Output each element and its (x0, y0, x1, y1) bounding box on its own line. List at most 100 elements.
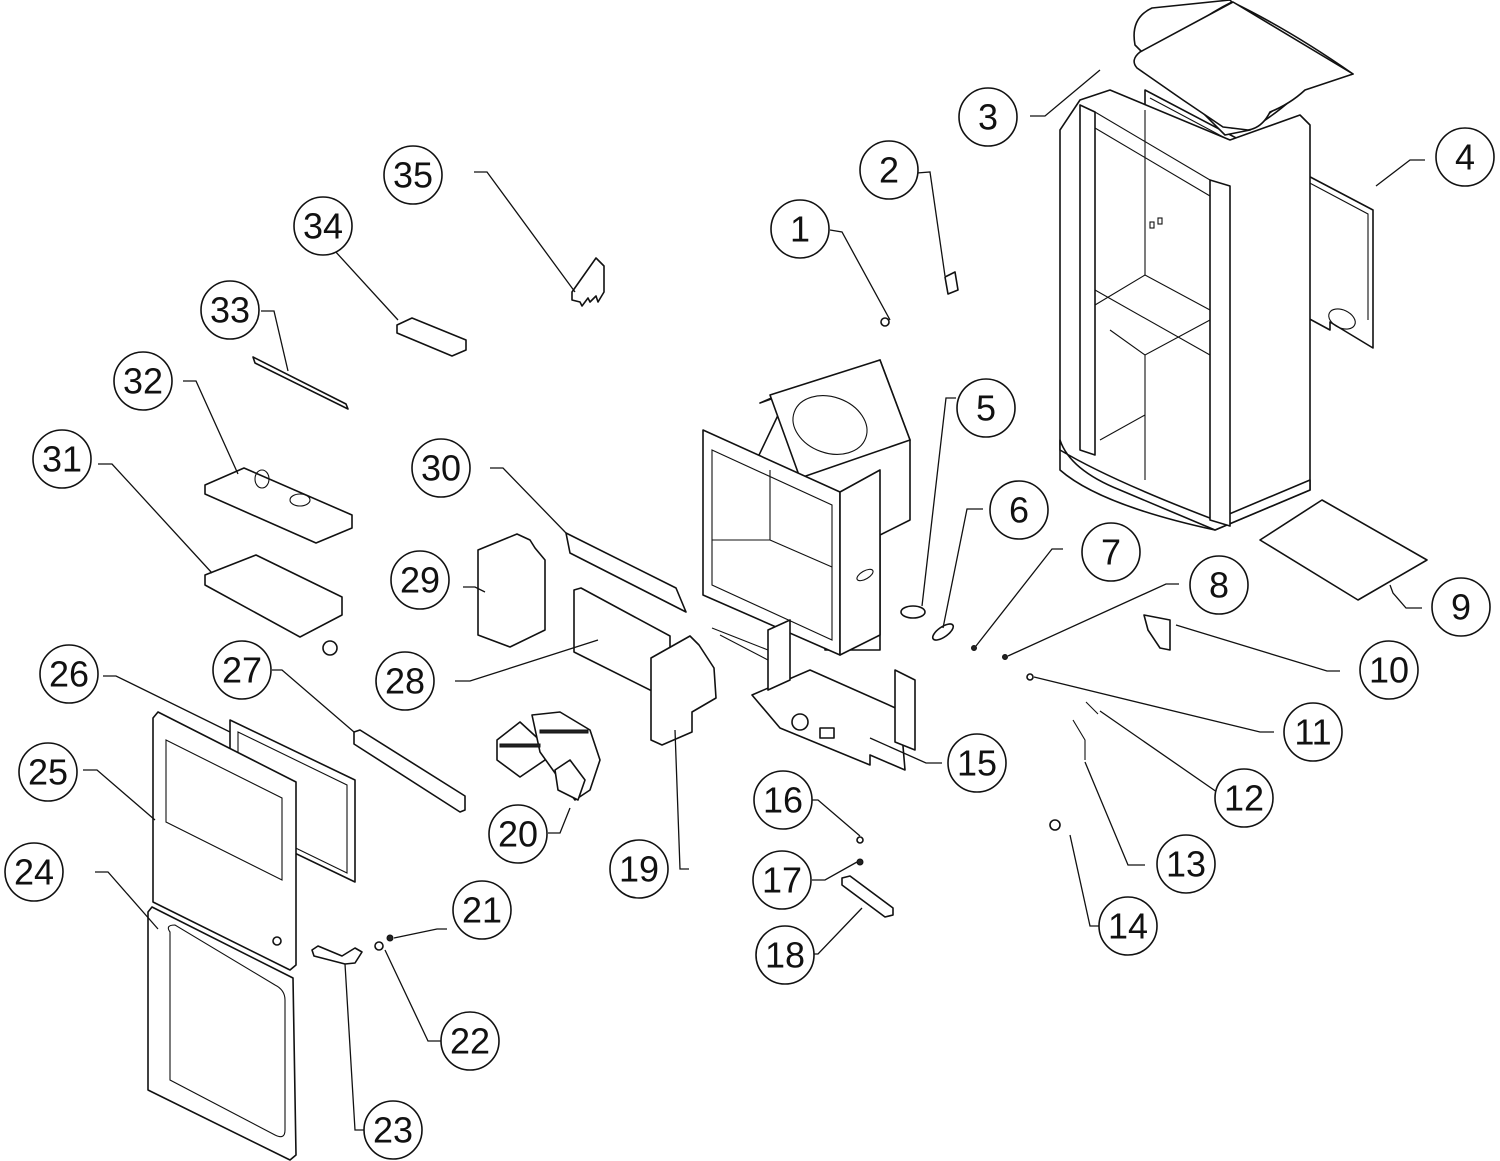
callout-label: 14 (1108, 906, 1148, 947)
part-cabinet (1059, 89, 1311, 531)
part-burner-fitting (900, 605, 926, 619)
callout-label: 15 (957, 743, 997, 784)
part-log-set (496, 711, 601, 801)
callout-5[interactable]: 5 (956, 378, 1016, 438)
part-thermopile (1072, 719, 1086, 760)
part-mounting-bracket (841, 875, 894, 918)
callout-33[interactable]: 33 (200, 280, 260, 340)
callout-label: 23 (373, 1110, 413, 1151)
callout-label: 9 (1451, 587, 1471, 628)
callout-label: 19 (619, 849, 659, 890)
callout-label: 13 (1166, 844, 1206, 885)
callout-label: 35 (393, 155, 433, 196)
callout-27[interactable]: 27 (212, 640, 272, 700)
callout-24[interactable]: 24 (4, 842, 64, 902)
callout-20[interactable]: 20 (488, 804, 548, 864)
callout-35[interactable]: 35 (383, 145, 443, 205)
part-nut-8 (1002, 654, 1008, 660)
part-lower-front-panel (147, 906, 297, 1161)
callout-29[interactable]: 29 (390, 550, 450, 610)
callout-1[interactable]: 1 (770, 199, 830, 259)
part-orifice-fitting (1049, 819, 1061, 831)
callout-label: 21 (462, 890, 502, 931)
callout-label: 8 (1209, 565, 1229, 606)
part-thermocouple (1085, 701, 1099, 715)
callout-3[interactable]: 3 (958, 87, 1018, 147)
callout-25[interactable]: 25 (18, 742, 78, 802)
callout-label: 32 (123, 361, 163, 402)
part-screw-7 (971, 645, 977, 651)
part-burner-tray (204, 554, 343, 656)
part-top-panel-sheet (1133, 1, 1354, 131)
callout-label: 24 (14, 852, 54, 893)
part-heat-shield-bracket (1143, 614, 1171, 651)
callout-30[interactable]: 30 (411, 438, 471, 498)
callout-label: 33 (210, 290, 250, 331)
callout-label: 25 (28, 752, 68, 793)
callout-label: 4 (1455, 137, 1475, 178)
callout-6[interactable]: 6 (989, 480, 1049, 540)
part-gasket-ring (931, 623, 955, 641)
callout-23[interactable]: 23 (363, 1100, 423, 1160)
callout-18[interactable]: 18 (755, 925, 815, 985)
part-door-frame (152, 711, 297, 971)
callout-9[interactable]: 9 (1431, 577, 1491, 637)
callout-12[interactable]: 12 (1214, 768, 1274, 828)
callout-7[interactable]: 7 (1081, 522, 1141, 582)
part-side-refractory (477, 533, 546, 648)
part-side-baffle (650, 635, 717, 746)
callout-34[interactable]: 34 (293, 196, 353, 256)
callout-label: 6 (1009, 490, 1029, 531)
part-small-clip (880, 317, 890, 327)
callout-21[interactable]: 21 (452, 880, 512, 940)
part-washer-22 (374, 941, 384, 951)
callout-label: 29 (400, 560, 440, 601)
callout-32[interactable]: 32 (113, 351, 173, 411)
callout-label: 2 (879, 150, 899, 191)
part-washer-17 (856, 858, 864, 866)
callout-label: 17 (762, 860, 802, 901)
callout-label: 1 (790, 209, 810, 250)
callout-label: 28 (385, 661, 425, 702)
part-insulation-block (396, 317, 467, 357)
callout-17[interactable]: 17 (752, 850, 812, 910)
callout-label: 11 (1294, 712, 1331, 753)
callout-22[interactable]: 22 (440, 1011, 500, 1071)
callout-label: 22 (450, 1021, 490, 1062)
part-pilot-tube (1026, 673, 1034, 681)
part-firebox (702, 359, 911, 656)
part-deflector-bracket (571, 257, 605, 307)
part-bottom-plate (1259, 499, 1428, 601)
callout-label: 20 (498, 814, 538, 855)
callout-13[interactable]: 13 (1156, 834, 1216, 894)
callout-2[interactable]: 2 (859, 140, 919, 200)
callout-28[interactable]: 28 (375, 651, 435, 711)
callout-8[interactable]: 8 (1189, 555, 1249, 615)
callout-16[interactable]: 16 (753, 770, 813, 830)
part-bracket-clip (944, 271, 959, 295)
part-ember-bed (204, 467, 353, 544)
callout-19[interactable]: 19 (609, 839, 669, 899)
part-gas-valve (711, 619, 916, 771)
callout-26[interactable]: 26 (39, 644, 99, 704)
callout-label: 31 (42, 439, 82, 480)
callout-label: 30 (421, 448, 461, 489)
callout-label: 16 (763, 780, 803, 821)
callout-label: 26 (49, 654, 89, 695)
callout-14[interactable]: 14 (1098, 896, 1158, 956)
callout-11[interactable]: 11 (1283, 702, 1343, 762)
callout-label: 18 (765, 935, 805, 976)
part-top-baffle (565, 532, 687, 613)
part-support-rail (252, 356, 349, 410)
callout-label: 10 (1369, 650, 1409, 691)
callout-15[interactable]: 15 (947, 733, 1007, 793)
callout-label: 12 (1224, 778, 1264, 819)
part-nut-21 (386, 934, 394, 942)
callout-label: 34 (303, 206, 343, 247)
callout-label: 5 (976, 388, 996, 429)
callout-31[interactable]: 31 (32, 429, 92, 489)
callout-10[interactable]: 10 (1359, 640, 1419, 700)
part-screw-16 (856, 836, 864, 844)
callout-4[interactable]: 4 (1435, 127, 1495, 187)
